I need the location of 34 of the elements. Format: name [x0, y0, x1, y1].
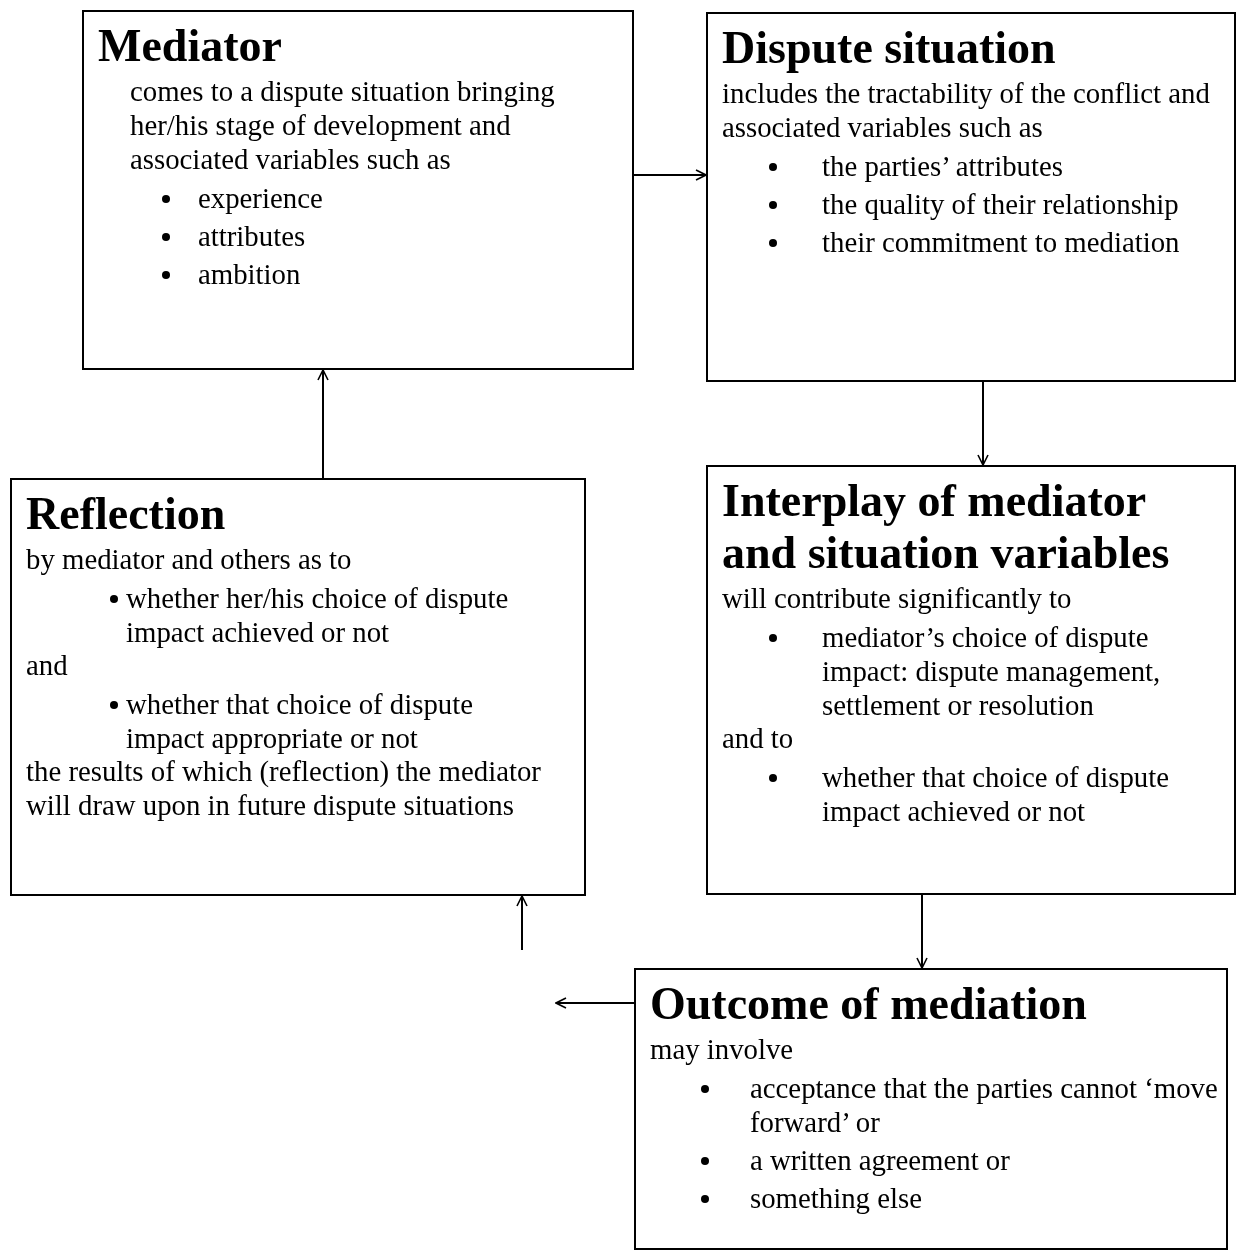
arrow — [916, 894, 928, 969]
box-heading: Interplay of mediator and situation variables — [722, 475, 1171, 579]
bullet-item: something else — [750, 1181, 923, 1215]
bullet-item: experience — [198, 181, 324, 215]
mediator-box — [82, 10, 634, 370]
box-heading: Mediator — [98, 20, 283, 72]
arrow — [516, 895, 528, 951]
dispute-situation-box — [706, 12, 1236, 382]
bullet-item: their commitment to mediation — [822, 225, 1181, 259]
bullet-item: ambition — [198, 257, 302, 291]
bullet-item: a written agreement or — [750, 1143, 1011, 1177]
box-heading: Reflection — [26, 488, 227, 540]
arrow — [317, 369, 329, 479]
bullet-item: the quality of their relationship — [822, 187, 1180, 221]
box-heading: Dispute situation — [722, 22, 1057, 74]
body-text: the results of which (reflection) the mediator will draw upon in future dispute situations — [26, 754, 542, 822]
bullet-item: whether her/his choice of dispute impact achieved or not — [126, 581, 510, 649]
interplay-box — [706, 465, 1236, 895]
body-text: will contribute significantly to — [722, 581, 1073, 615]
body-text: by mediator and others as to — [26, 542, 353, 576]
reflection-box — [10, 478, 586, 896]
body-text: and to — [722, 721, 795, 755]
arrow — [555, 997, 635, 1009]
bullet-item: the parties’ attributes — [822, 149, 1064, 183]
box-heading: Outcome of mediation — [650, 978, 1088, 1030]
body-text: may involve — [650, 1032, 795, 1066]
arrow — [977, 381, 989, 466]
arrow — [633, 169, 707, 181]
bullet-item: attributes — [198, 219, 307, 253]
body-text: and — [26, 648, 69, 682]
bullet-item: whether that choice of dispute impact achieved or not — [822, 760, 1171, 828]
bullet-item: mediator’s choice of dispute impact: dispute management, settlement or resolution — [822, 620, 1162, 722]
bullet-item: whether that choice of dispute impact appropriate or not — [126, 687, 475, 755]
outcome-box — [634, 968, 1228, 1250]
